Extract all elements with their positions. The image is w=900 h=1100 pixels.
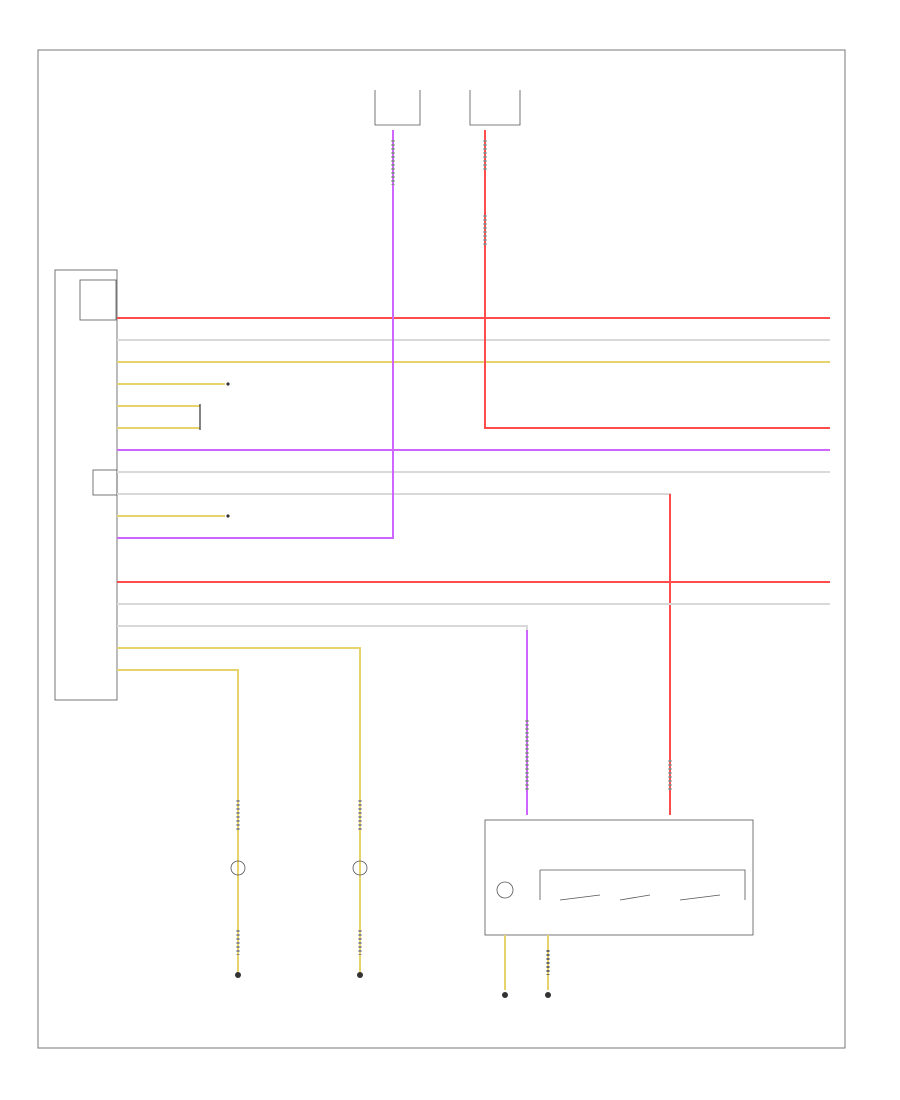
wire-white-3 (117, 493, 671, 815)
ground-3 (502, 992, 508, 998)
ground-1 (235, 972, 241, 978)
lamp-right (352, 800, 368, 975)
ground-2 (357, 972, 363, 978)
harness-marks (391, 140, 672, 790)
diagram-frame (37, 49, 846, 1049)
top-fuse-block-2 (469, 90, 521, 126)
wire-violet-2 (117, 130, 394, 539)
wire-end-marks (199, 382, 230, 518)
wire-red-2 (484, 130, 830, 429)
ground-4 (545, 992, 551, 998)
wire-yellow-2 (117, 647, 361, 850)
lamp-left (230, 800, 246, 975)
switch-module (484, 819, 754, 990)
top-fuse-block-1 (374, 90, 421, 126)
wire-yellow-3 (117, 669, 239, 850)
wire-white-violet (117, 625, 528, 815)
left-module (54, 269, 118, 701)
